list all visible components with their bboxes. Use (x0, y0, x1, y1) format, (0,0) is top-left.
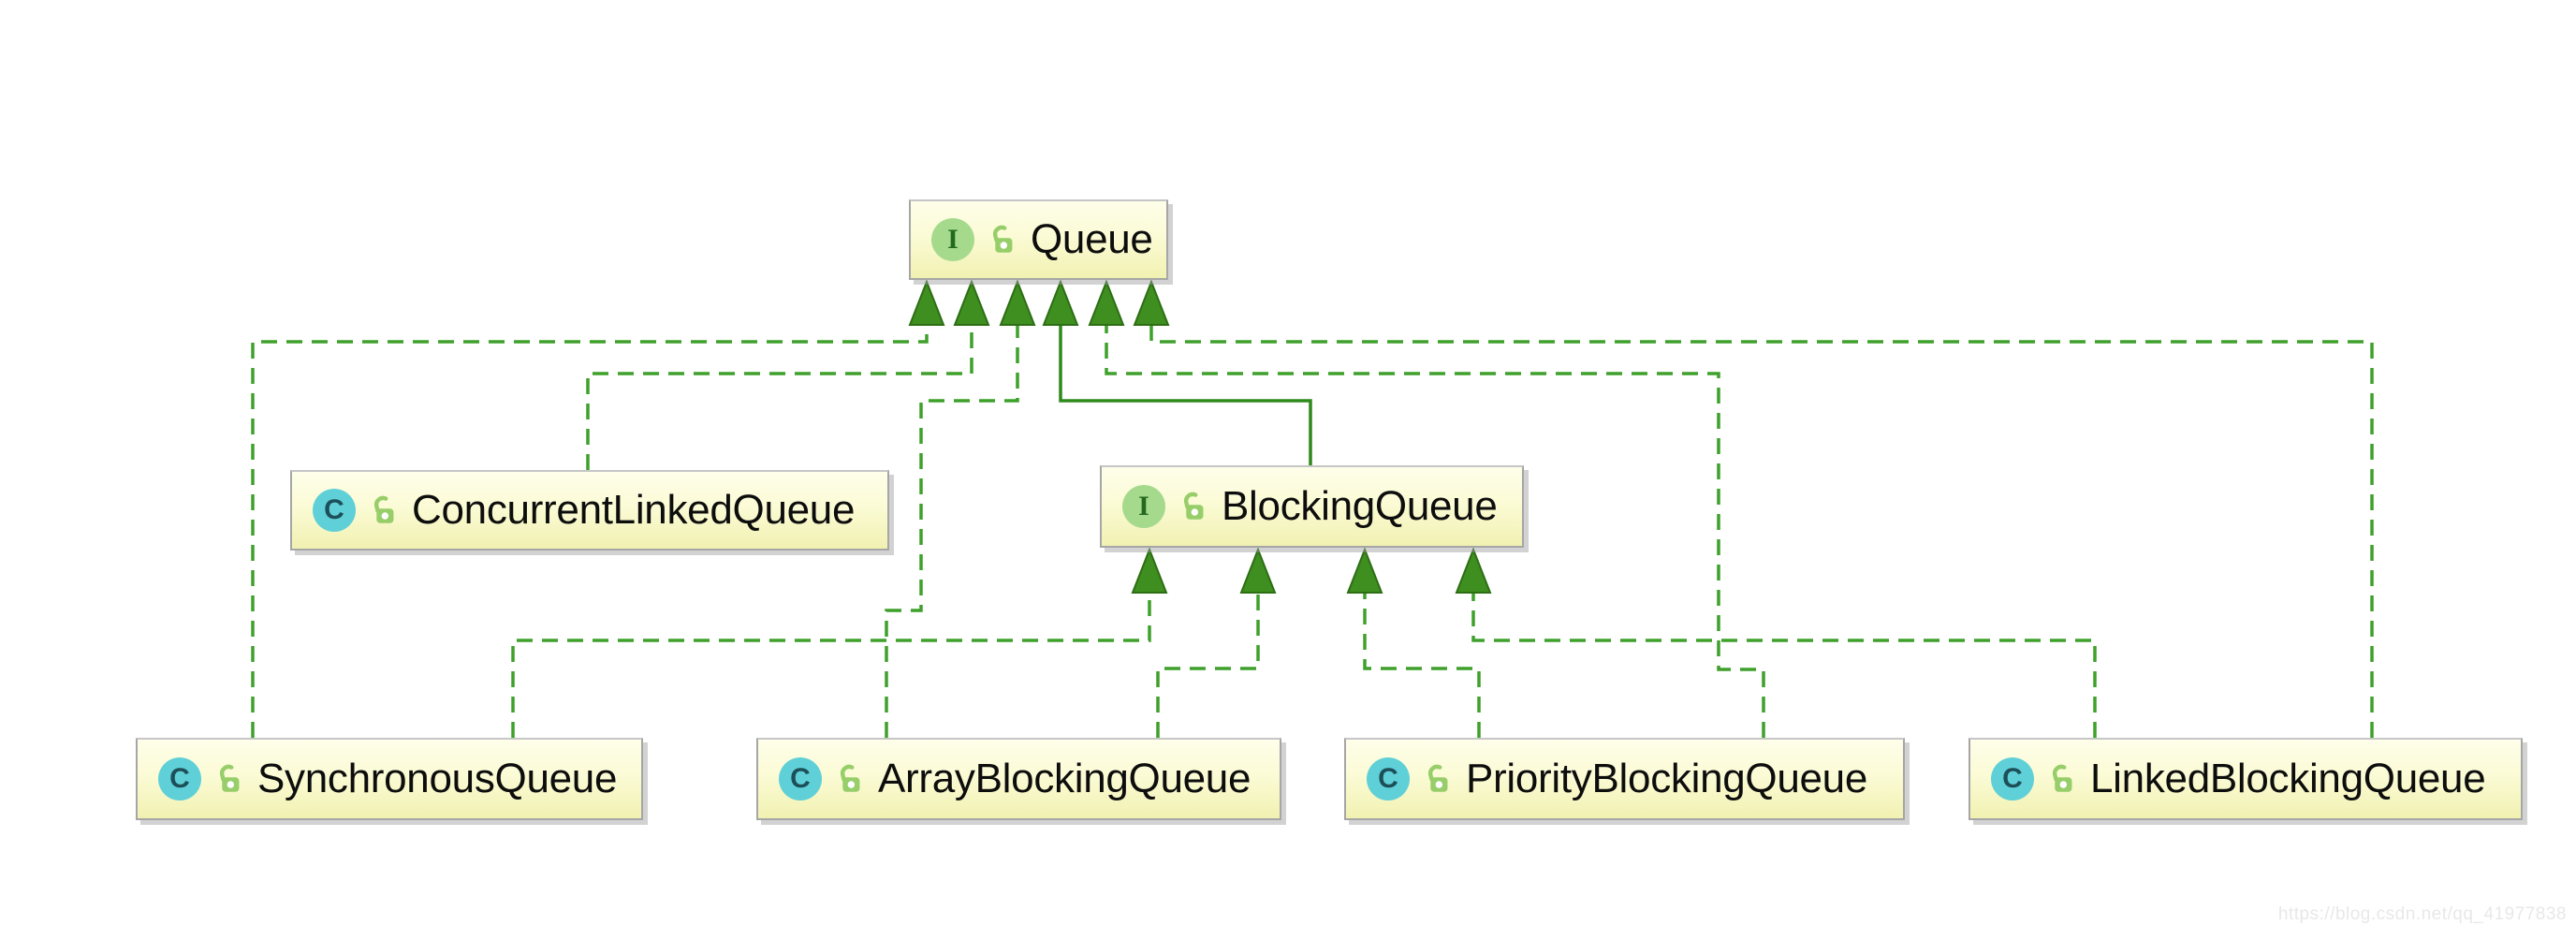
inheritance-arrowhead-icon (1346, 547, 1383, 594)
inheritance-arrowhead-icon (999, 279, 1036, 326)
inheritance-arrowhead-icon (1455, 547, 1492, 594)
edge-blocking-queue-to-queue (1042, 279, 1312, 465)
public-lock-icon (1427, 764, 1448, 792)
public-lock-icon (840, 764, 860, 792)
inheritance-arrowhead-icon (1133, 279, 1170, 326)
class-node-concurrent-linked-queue[interactable]: C ConcurrentLinkedQueue (290, 470, 889, 551)
node-label: LinkedBlockingQueue (2090, 756, 2486, 801)
inheritance-arrowhead-icon (1042, 279, 1079, 326)
edge-line (511, 593, 1151, 738)
edge-line (1149, 325, 2374, 738)
edge-line (251, 325, 929, 738)
edge-linked-blocking-queue-to-queue (1133, 279, 2374, 738)
public-lock-icon (373, 495, 394, 523)
edge-line (1105, 325, 1765, 738)
class-icon: C (1991, 757, 2034, 800)
node-label: ConcurrentLinkedQueue (412, 487, 856, 533)
inheritance-arrowhead-icon (1088, 279, 1125, 326)
node-label: Queue (1031, 216, 1153, 262)
edge-line (1156, 593, 1260, 738)
edge-linked-blocking-queue-to-blocking-queue (1455, 547, 2097, 738)
edge-priority-blocking-queue-to-blocking-queue (1346, 547, 1481, 738)
edge-array-blocking-queue-to-blocking-queue (1156, 547, 1277, 738)
class-icon: C (779, 757, 822, 800)
class-icon: C (158, 757, 201, 800)
class-icon: C (1367, 757, 1410, 800)
edge-synchronous-queue-to-queue (251, 279, 945, 738)
edge-line (1059, 325, 1312, 465)
node-label: ArrayBlockingQueue (878, 756, 1251, 801)
node-label: BlockingQueue (1222, 483, 1498, 529)
edge-array-blocking-queue-to-queue (885, 279, 1036, 738)
public-lock-icon (219, 764, 240, 792)
node-label: SynchronousQueue (257, 756, 618, 801)
class-node-synchronous-queue[interactable]: C SynchronousQueue (136, 738, 643, 820)
inheritance-arrowhead-icon (953, 279, 990, 326)
inheritance-arrowhead-icon (908, 279, 945, 326)
watermark: https://blog.csdn.net/qq_41977838 (2277, 904, 2567, 924)
node-label: PriorityBlockingQueue (1466, 756, 1868, 801)
edge-line (885, 325, 1019, 738)
edge-concurrent-linked-queue-to-queue (586, 279, 990, 470)
class-icon: C (313, 489, 356, 532)
inheritance-arrowhead-icon (1239, 547, 1277, 594)
public-lock-icon (1183, 492, 1204, 520)
class-node-priority-blocking-queue[interactable]: C PriorityBlockingQueue (1344, 738, 1905, 820)
class-node-array-blocking-queue[interactable]: C ArrayBlockingQueue (756, 738, 1281, 820)
edge-line (1471, 593, 2097, 738)
interface-icon: I (1122, 485, 1165, 528)
interface-icon: I (931, 218, 974, 261)
class-node-linked-blocking-queue[interactable]: C LinkedBlockingQueue (1969, 738, 2523, 820)
interface-node-blocking-queue[interactable]: I BlockingQueue (1100, 465, 1524, 548)
edge-priority-blocking-queue-to-queue (1088, 279, 1765, 738)
interface-node-queue[interactable]: I Queue (909, 199, 1168, 280)
edge-line (586, 325, 973, 470)
public-lock-icon (992, 225, 1013, 253)
edge-line (1363, 593, 1481, 738)
edge-synchronous-queue-to-blocking-queue (511, 547, 1168, 738)
inheritance-arrowhead-icon (1131, 547, 1168, 594)
public-lock-icon (2052, 764, 2072, 792)
